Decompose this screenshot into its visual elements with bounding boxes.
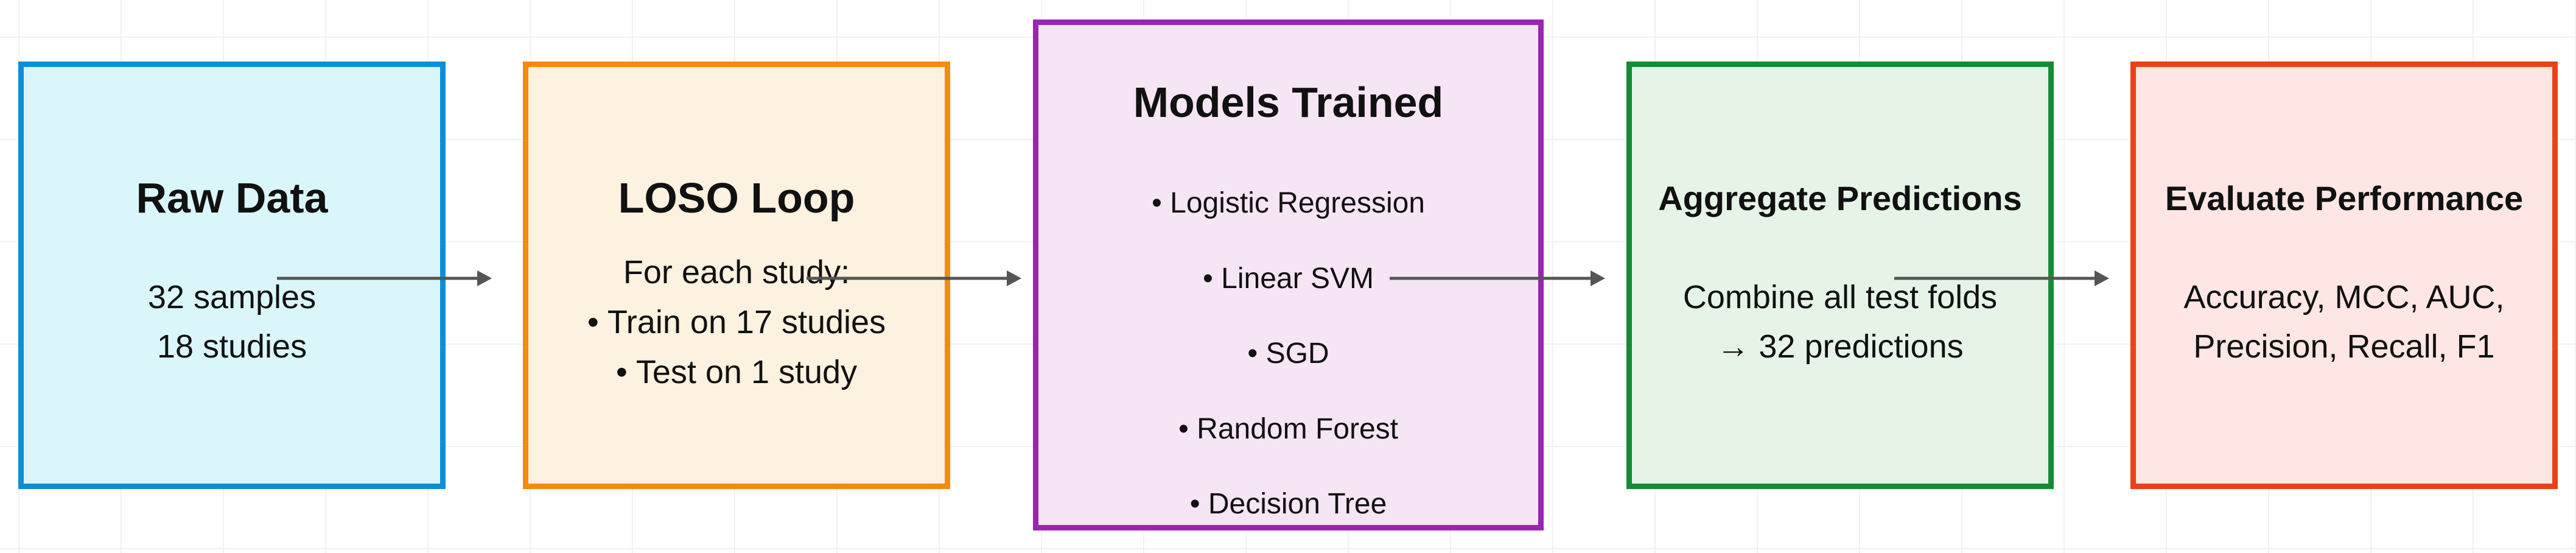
box-aggregate-predictions: Aggregate Predictions Combine all test f… xyxy=(1626,62,2054,489)
box-text-line: • SGD xyxy=(1247,337,1329,370)
box-title: Models Trained xyxy=(1133,79,1444,126)
box-evaluate-performance: Evaluate Performance Accuracy, MCC, AUC,… xyxy=(2130,62,2558,489)
box-text-line: • Logistic Regression xyxy=(1151,187,1425,219)
box-text-line: Combine all test folds xyxy=(1682,279,1998,315)
box-text-line: • Random Forest xyxy=(1178,413,1398,445)
box-title: LOSO Loop xyxy=(618,174,855,222)
box-text-line: • Decision Tree xyxy=(1189,488,1387,520)
box-models-trained: Models Trained • Logistic Regression • L… xyxy=(1033,19,1544,530)
box-text-line: • Train on 17 studies xyxy=(587,304,886,340)
box-text-line: • Test on 1 study xyxy=(615,354,858,390)
box-text-line: → 32 predictions xyxy=(1717,328,1964,365)
box-loso-loop: LOSO Loop For each study: • Train on 17 … xyxy=(523,62,950,489)
box-text-line: Precision, Recall, F1 xyxy=(2193,328,2495,365)
box-text-line: • Linear SVM xyxy=(1203,262,1374,295)
box-text-line: For each study: xyxy=(623,254,850,291)
box-title: Evaluate Performance xyxy=(2165,179,2524,217)
box-title: Aggregate Predictions xyxy=(1658,179,2022,217)
box-text-line: 32 samples xyxy=(147,279,317,315)
box-title: Raw Data xyxy=(136,174,328,222)
box-text-line: 18 studies xyxy=(156,328,307,365)
box-text-line: Accuracy, MCC, AUC, xyxy=(2183,279,2505,315)
box-raw-data: Raw Data 32 samples 18 studies xyxy=(18,62,446,489)
